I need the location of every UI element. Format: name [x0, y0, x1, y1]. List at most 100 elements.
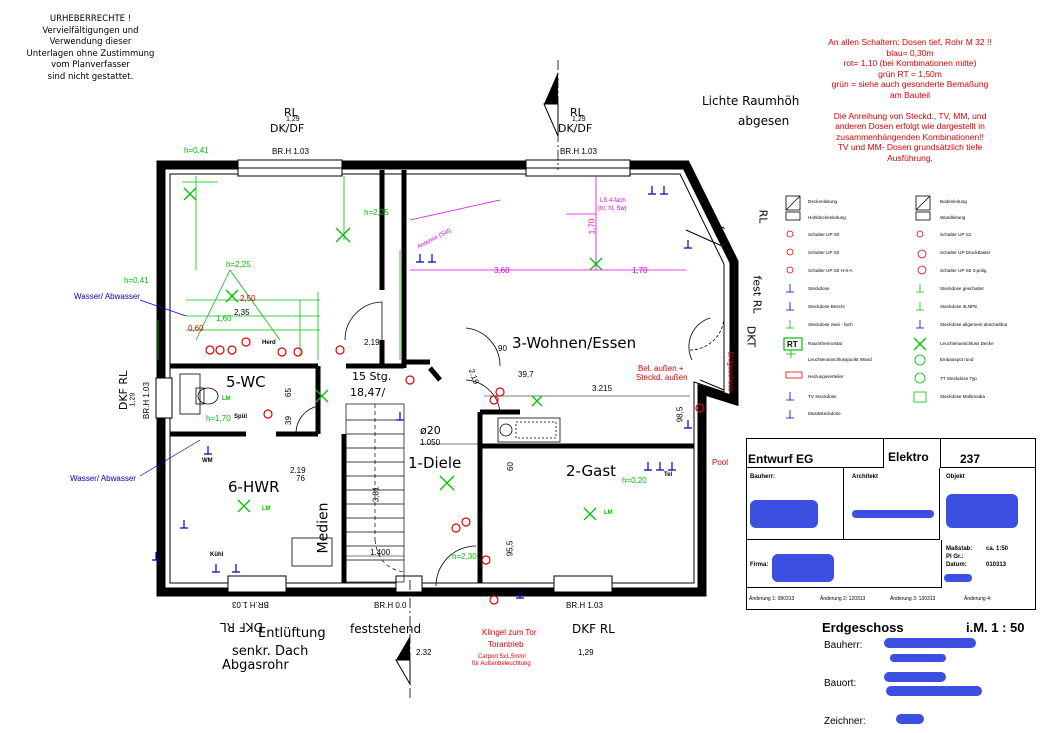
room-label-diele: 1-Diele [408, 454, 462, 472]
legend-label: TV Steckdose [808, 394, 837, 399]
redaction-mark [890, 654, 946, 662]
note-line: TV und MM- Dosen grundsätzlich tiefe [837, 142, 983, 153]
redaction-mark [772, 554, 834, 582]
footer-bauort-label: Bauort: [824, 678, 857, 689]
room-label-medien: Medien [315, 502, 332, 554]
fest-rl-label: fest RL [750, 275, 764, 314]
firma-cell [746, 540, 942, 588]
diameter-label: ø20 [420, 424, 441, 437]
legend-label: Heizungsverteiler [808, 374, 844, 379]
dimension-label: 39,7 [518, 370, 534, 379]
footer-bauherr-label: Bauherr: [824, 640, 863, 651]
abgasrohr-label: Abgasrohr [222, 658, 289, 673]
legend-label: Musiksteckdose [808, 411, 841, 416]
dimension-label: 60 [505, 462, 515, 471]
redaction-mark [884, 672, 946, 682]
legend-label: Steckdose allgemein abschaltbar [940, 322, 1008, 327]
plgr-label: Pl Gr.: [946, 554, 964, 560]
note-line: am Bauteil [889, 89, 931, 100]
legend-label: Schalter UP S2 [808, 250, 840, 255]
height-label: h=2,30 [452, 552, 477, 561]
firma-label: Firma: [750, 562, 769, 568]
plan-number: 237 [960, 452, 981, 466]
legend-label: Schalter UP S2 H-0-A [808, 268, 853, 273]
title-cell [940, 438, 1036, 468]
raumhoehe-label: Lichte Raumhöh [702, 94, 800, 108]
legend-label: Bodenleitung [940, 199, 967, 204]
section-markers [395, 60, 559, 700]
dimension-label: 95,5 [505, 540, 515, 557]
dimension-label: 65 [283, 388, 293, 397]
aenderung-label: Änderung 2: 120313 [820, 596, 866, 602]
dimension-label: 3,81 [371, 486, 381, 503]
copyright-line: Vervielfältigungen und [42, 25, 139, 36]
redaction-mark [886, 686, 982, 696]
dimension-label: 2,35 [234, 308, 250, 317]
legend-label: TT Steckdose Typ [940, 376, 977, 381]
elektro-label: Elektro [888, 450, 929, 464]
legend-label: Einbauspot rund [940, 357, 974, 362]
aenderung-label: Änderung 1: 080313 [749, 596, 795, 602]
legend-label: Steckdose [808, 286, 830, 291]
redaction-mark [852, 510, 934, 518]
wiring-note: An allen Schaltern: Dosen tief, Rohr M 3… [790, 37, 1030, 164]
brh-label: BR.H 0.0 [374, 601, 407, 610]
copyright-line: Unterlagen ohne Zustimmung [26, 48, 155, 59]
sheet-scale: i.M. 1 : 50 [966, 620, 1025, 635]
legend-label: Steckdose zwei - fach [808, 322, 853, 327]
rl-sub-label: 1,29 [572, 116, 586, 123]
copyright-notice: URHEBERRECHTE ! Vervielfältigungen und V… [8, 14, 173, 83]
dimension-label: 2.32 [416, 648, 432, 657]
redaction-mark [944, 574, 972, 582]
dimension-label: 0,60 [188, 324, 204, 333]
raumhoehe-label: abgesen [738, 114, 790, 128]
note-line: grün RT = 1,50m [878, 68, 942, 79]
lm-label: LM [604, 510, 613, 516]
datum-value: 010313 [986, 562, 1007, 568]
height-label: h=0,20 [622, 476, 647, 485]
wm-label: WM [202, 458, 213, 464]
klingel-label: Klingel zum Tor [482, 628, 537, 637]
note-line: zusammenhängenden Kombinationen!! [836, 131, 984, 142]
senkr-label: senkr. Dach [232, 644, 309, 659]
dimension-label: 76 [296, 474, 305, 483]
dkf-rl-label: DKF RL [220, 620, 263, 634]
objekt-label: Objekt [946, 474, 965, 480]
room-label-hwr: 6-HWR [228, 478, 280, 496]
magenta-measures [409, 176, 686, 271]
switch-symbols [205, 337, 705, 605]
redaction-mark [946, 494, 1018, 528]
erdgeschoss-note: Erdgeschoss [726, 351, 734, 392]
note-line: anderen Dosen erfolgt wie dargestellt in [835, 121, 985, 132]
dimension-label: 1,70 [587, 218, 597, 235]
legend-label: Leuchtenanschlusspunkt Wand [808, 357, 872, 362]
redaction-mark [896, 714, 924, 724]
herd-label: Herd [262, 340, 276, 346]
spuel-label: Spül [234, 414, 247, 420]
bauherr-label: Bauherr: [750, 474, 776, 480]
legend-label: Leuchtenanschluss Decke [940, 341, 994, 346]
entwurf-label: Entwurf EG [748, 452, 814, 466]
rl-fest-label: RL [756, 209, 770, 224]
klingel-label: Torantrieb [488, 640, 524, 649]
water-label: Wasser/ Abwasser [74, 292, 140, 301]
room-label-wohnen: 3-Wohnen/Essen [512, 334, 637, 352]
legend-symbols [783, 195, 931, 419]
legend-label: Steckdose Beschr [808, 304, 846, 309]
stairs-label: 15 Stg. [352, 370, 392, 383]
legend-label: Schalter UP S0 [808, 232, 840, 237]
height-label: h=0,41 [184, 146, 209, 155]
interior-walls [170, 170, 694, 583]
note-line [790, 101, 1030, 111]
note-line: rot= 1,10 (bei Kombinationen mitte) [843, 58, 977, 69]
water-leaders [139, 299, 201, 477]
height-label: h=2,25 [364, 208, 389, 217]
entlueftung-label: Entlüftung [258, 626, 326, 641]
brh-label: BR.H 1.03 [232, 600, 269, 609]
dimension-label: 1,70 [632, 266, 648, 275]
title-cell [746, 438, 884, 468]
klingel-label: Carport 5x1,5mm² [478, 654, 527, 660]
dimension-label: 3,60 [494, 266, 510, 275]
title-block [746, 438, 1036, 610]
lm-label: LM [222, 396, 231, 402]
